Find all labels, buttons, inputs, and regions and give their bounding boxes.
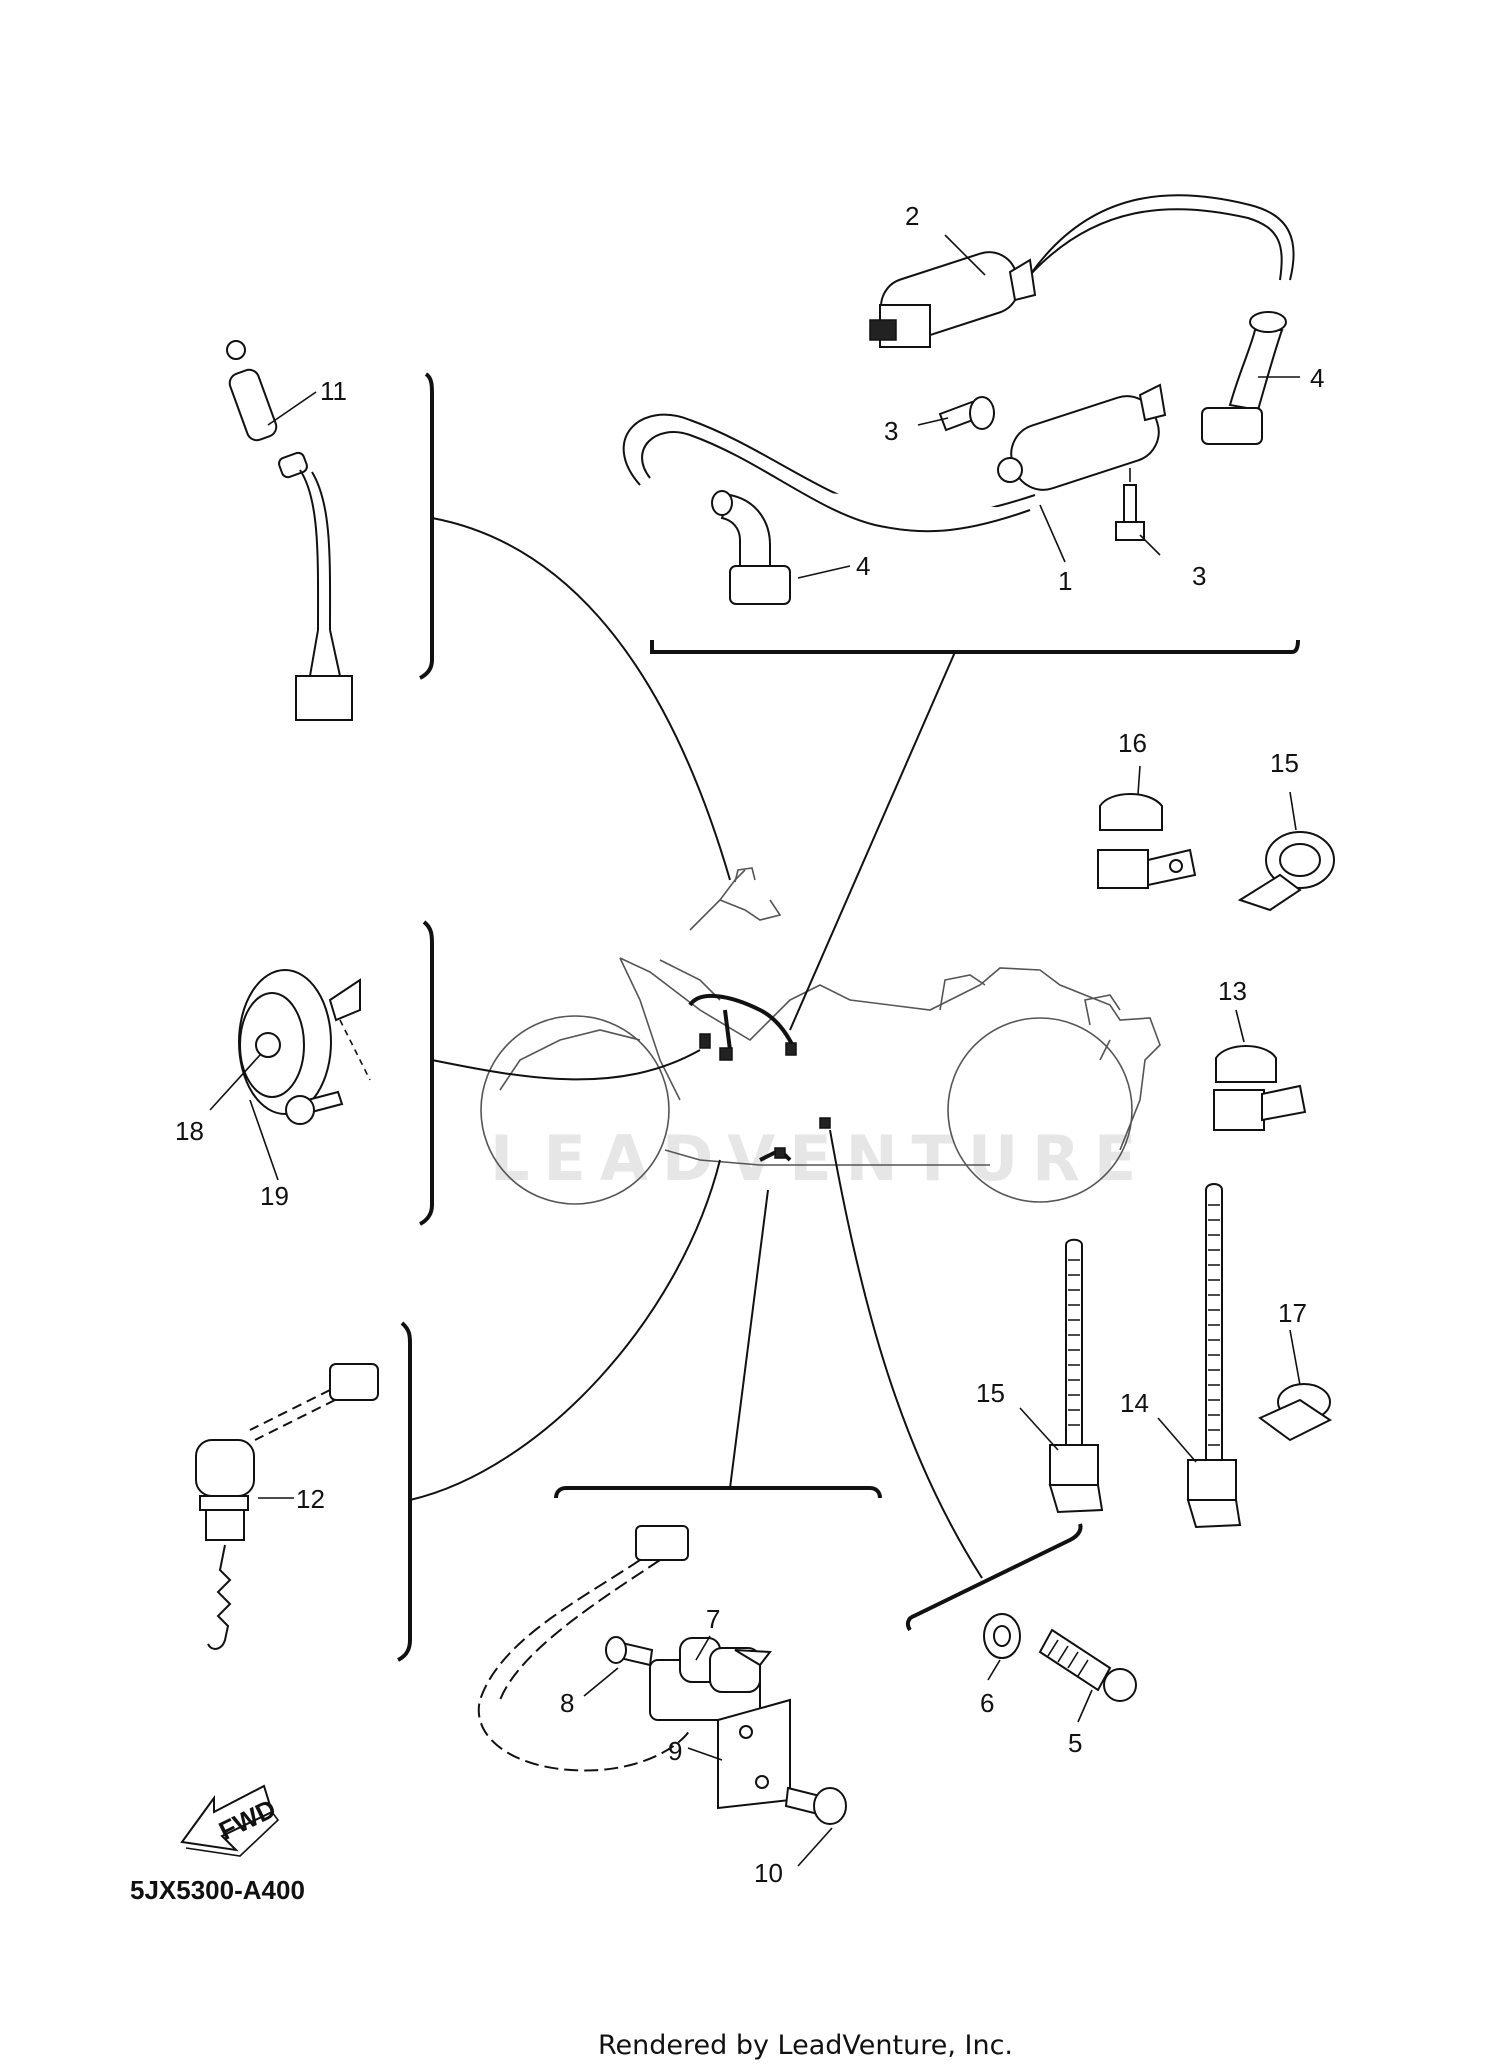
- sensor-5: [1038, 1628, 1137, 1702]
- callout-7: 7: [706, 1604, 720, 1634]
- bolt-19: [285, 1090, 344, 1125]
- callout-2: 2: [905, 201, 919, 231]
- callout-leaders: [209, 234, 1301, 1867]
- callout-4a: 4: [1310, 363, 1324, 393]
- ignition-coil-2: [869, 194, 1295, 348]
- callout-12: 12: [296, 1484, 325, 1514]
- clamp-13: [1213, 1045, 1307, 1131]
- callout-6: 6: [980, 1688, 994, 1718]
- spark-plug-cap-4a: [1201, 311, 1287, 445]
- callout-8: 8: [560, 1688, 574, 1718]
- callout-14: 14: [1120, 1388, 1149, 1418]
- clamp-15-top: [1237, 831, 1335, 912]
- callout-3b: 3: [1192, 561, 1206, 591]
- sensor-7: [477, 1525, 772, 1772]
- bolt-3b: [1115, 468, 1145, 541]
- callout-15b: 15: [976, 1378, 1005, 1408]
- part-code: 5JX5300-A400: [130, 1875, 305, 1905]
- callout-15a: 15: [1270, 748, 1299, 778]
- cable-tie-15: [1048, 1238, 1104, 1514]
- callout-19: 19: [260, 1181, 289, 1211]
- plate-9: [717, 1698, 791, 1810]
- motorcycle-silhouette: [480, 867, 1161, 1205]
- washer-6: [983, 1613, 1021, 1659]
- spark-plug-cap-4b: [711, 490, 791, 605]
- horn-18: [238, 969, 371, 1115]
- bolt-10: [784, 1786, 847, 1825]
- bolt-3a: [938, 396, 995, 432]
- callout-5: 5: [1068, 1728, 1082, 1758]
- callout-10: 10: [754, 1858, 783, 1888]
- clamp-17: [1258, 1383, 1332, 1442]
- group-brackets: [397, 372, 1300, 1662]
- callout-numbers: 2 3 3 4 4 1 11 16 15 13 18 19 17 15 14 1…: [175, 201, 1324, 1888]
- footer-credit: Rendered by LeadVenture, Inc.: [598, 2030, 1013, 2061]
- bolt-8: [605, 1636, 654, 1667]
- callout-13: 13: [1218, 976, 1247, 1006]
- callout-18: 18: [175, 1116, 204, 1146]
- ignition-coil-1: [622, 383, 1167, 533]
- fwd-arrow-icon: FWD: [180, 1784, 280, 1857]
- switch-12: [195, 1363, 379, 1650]
- callout-4b: 4: [856, 551, 870, 581]
- callout-9: 9: [668, 1736, 682, 1766]
- callout-1: 1: [1058, 566, 1072, 596]
- watermark: LEADVENTURE: [490, 1122, 1150, 1195]
- clamp-16: [1097, 793, 1197, 889]
- switch-11: [226, 340, 353, 721]
- callout-3a: 3: [884, 416, 898, 446]
- callout-17: 17: [1278, 1298, 1307, 1328]
- callout-11: 11: [320, 376, 347, 406]
- callout-16: 16: [1118, 728, 1147, 758]
- cable-tie-14: [1186, 1183, 1242, 1529]
